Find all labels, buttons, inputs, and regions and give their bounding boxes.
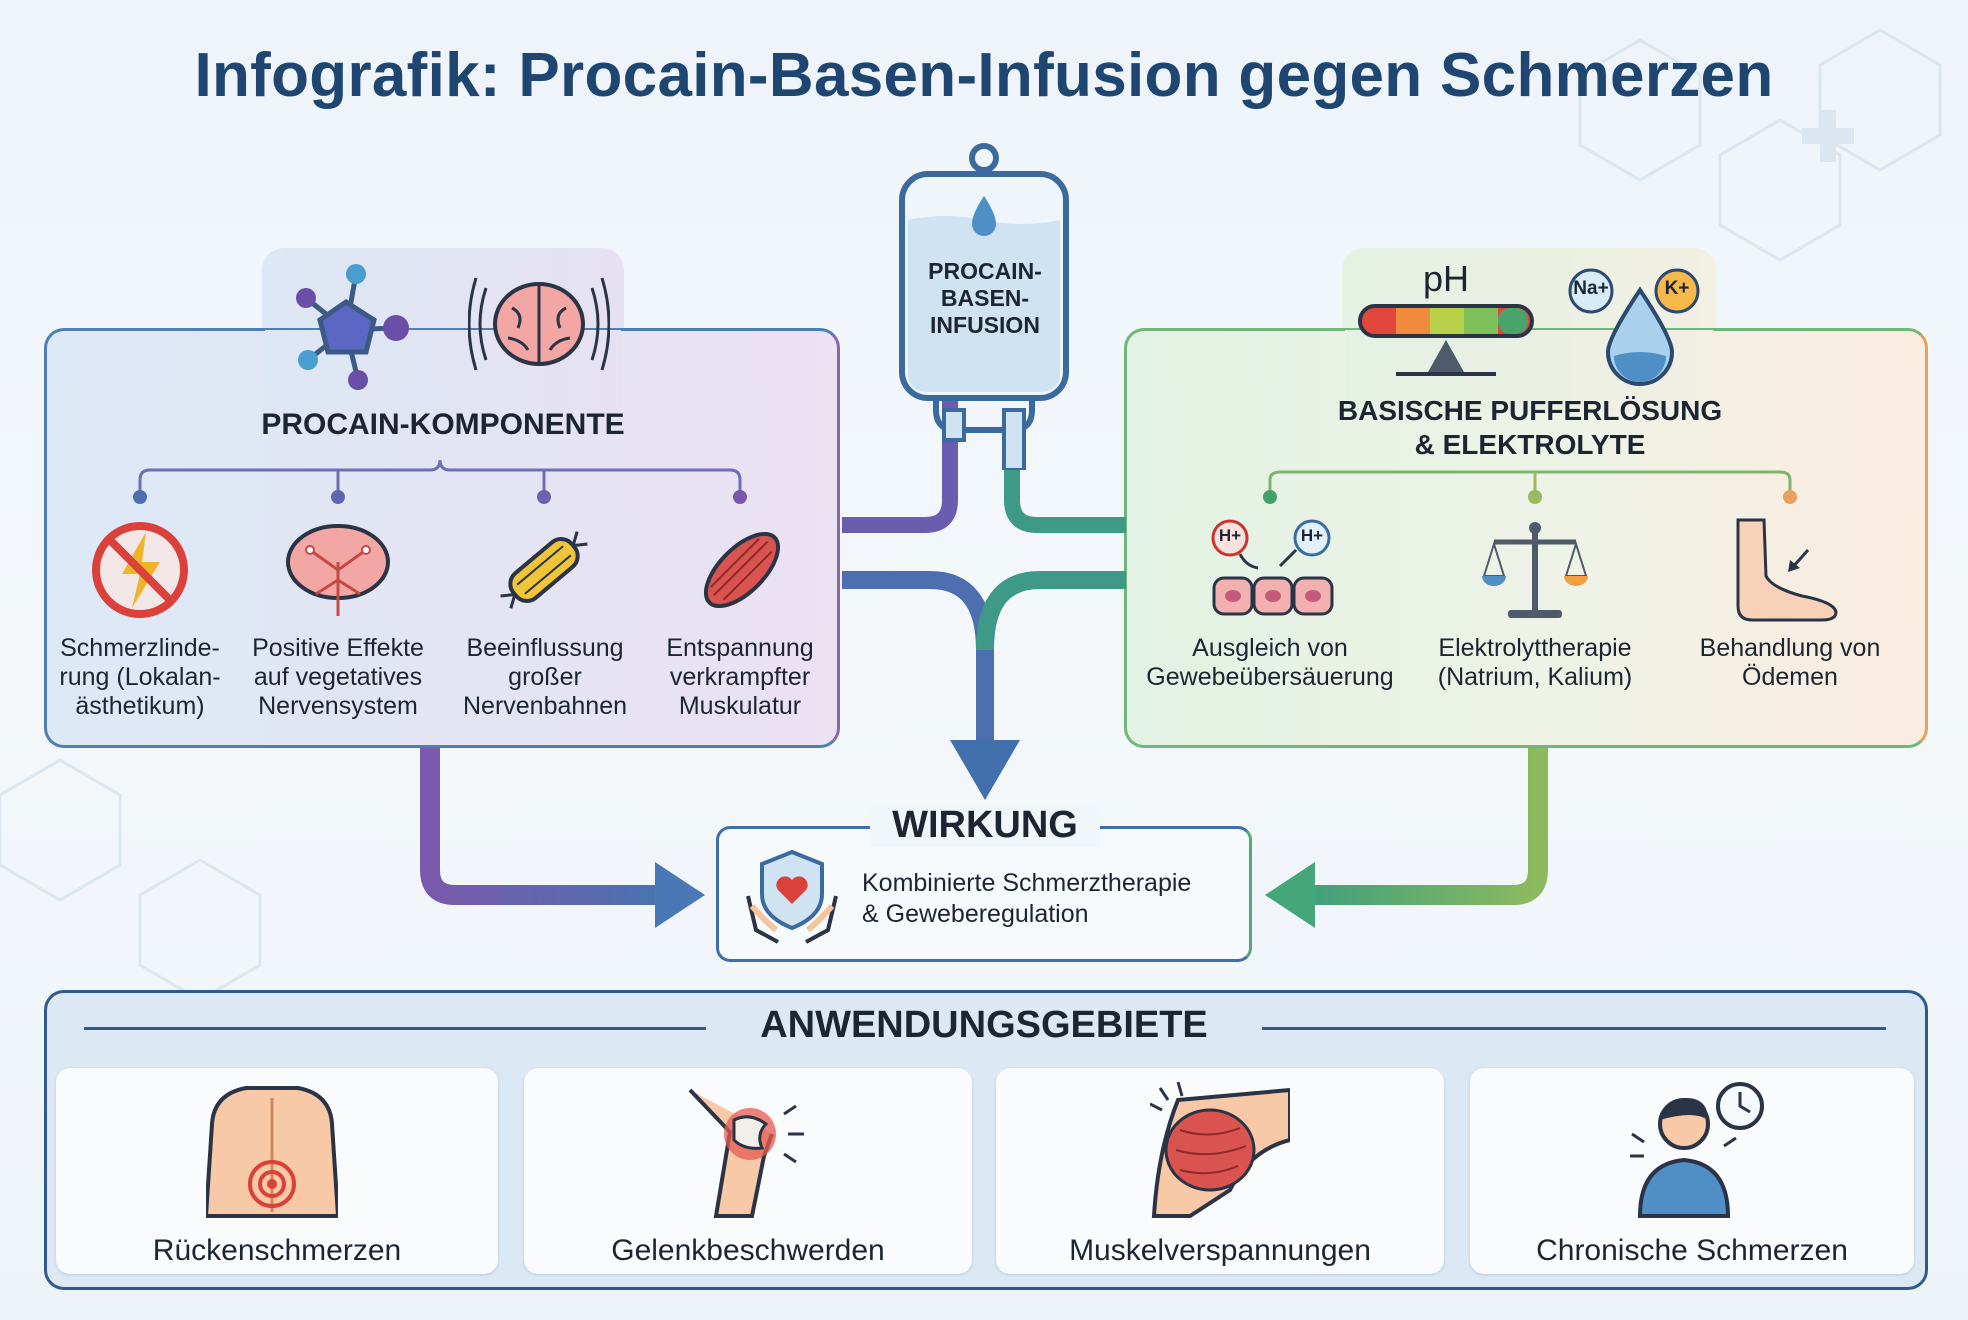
potassium-ion-icon [1654, 268, 1700, 314]
sodium-ion-label: Na+ [1573, 278, 1609, 299]
sodium-ion-icon [1568, 268, 1614, 314]
foot-icon [1736, 518, 1838, 622]
procain-item-label: Entspannung verkrampfter Muskulatur [666, 634, 814, 720]
wirkung-text: Kombinierte Schmerztherapie & Geweberegu… [862, 869, 1192, 928]
procain-heading: PROCAIN-KOMPONENTE [261, 408, 625, 441]
muscle-icon [703, 531, 781, 609]
balance-scale-icon [1482, 522, 1588, 618]
application-label: Gelenkbeschwerden [611, 1234, 885, 1267]
person-clock-icon [1630, 1082, 1764, 1218]
back-pain-icon [206, 1086, 338, 1218]
water-drop-icon [1605, 286, 1675, 386]
tissue-cells-icon [1211, 519, 1334, 616]
anwendungsgebiete-title: ANWENDUNGSGEBIETE [706, 1004, 1262, 1047]
basen-item-label: Elektrolyttherapie (Natrium, Kalium) [1437, 634, 1633, 691]
ph-scale-icon [1358, 304, 1534, 376]
brain-waves-icon [468, 277, 610, 371]
ph-label: pH [1422, 258, 1470, 299]
hydrogen-ion-label: H+ [1300, 526, 1324, 545]
iv-bag-icon [899, 143, 1069, 470]
shoulder-muscle-icon [1150, 1081, 1290, 1218]
procain-item-label: Positive Effekte auf vegetatives Nervens… [252, 634, 424, 720]
application-label: Muskelverspannungen [1069, 1234, 1371, 1267]
hydrogen-ion-label: H+ [1218, 526, 1242, 545]
basen-heading: BASISCHE PUFFERLÖSUNG & ELEKTROLYTE [1337, 395, 1723, 460]
molecule-icon [296, 264, 409, 390]
knee-joint-icon [688, 1088, 804, 1218]
divider [1258, 1027, 1886, 1030]
procain-item-label: Beeinflussung großer Nervenbahnen [462, 634, 627, 720]
divider [84, 1027, 710, 1030]
potassium-ion-label: K+ [1664, 278, 1690, 299]
application-label: Rückenschmerzen [152, 1234, 402, 1267]
nerve-bundle-icon [500, 531, 588, 609]
infusion-bag-label-text: PROCAIN- BASEN- INFUSION [928, 258, 1042, 338]
basen-item-label: Ausgleich von Gewebeübersäuerung [1146, 634, 1394, 691]
application-label: Chronische Schmerzen [1536, 1234, 1848, 1267]
brain-nerves-icon [286, 524, 390, 616]
infusion-bag-label: PROCAIN- BASEN- INFUSION [900, 258, 1070, 339]
wirkung-title: WIRKUNG [870, 804, 1100, 847]
page-title: Infografik: Procain-Basen-Infusion gegen… [194, 41, 1774, 110]
procain-item-label: Schmerzlinde- rung (Lokalan- ästhetikum) [59, 634, 221, 720]
basen-item-label: Behandlung von Ödemen [1699, 634, 1881, 691]
no-pain-icon [92, 522, 188, 618]
shield-heart-hands-icon [746, 849, 838, 944]
